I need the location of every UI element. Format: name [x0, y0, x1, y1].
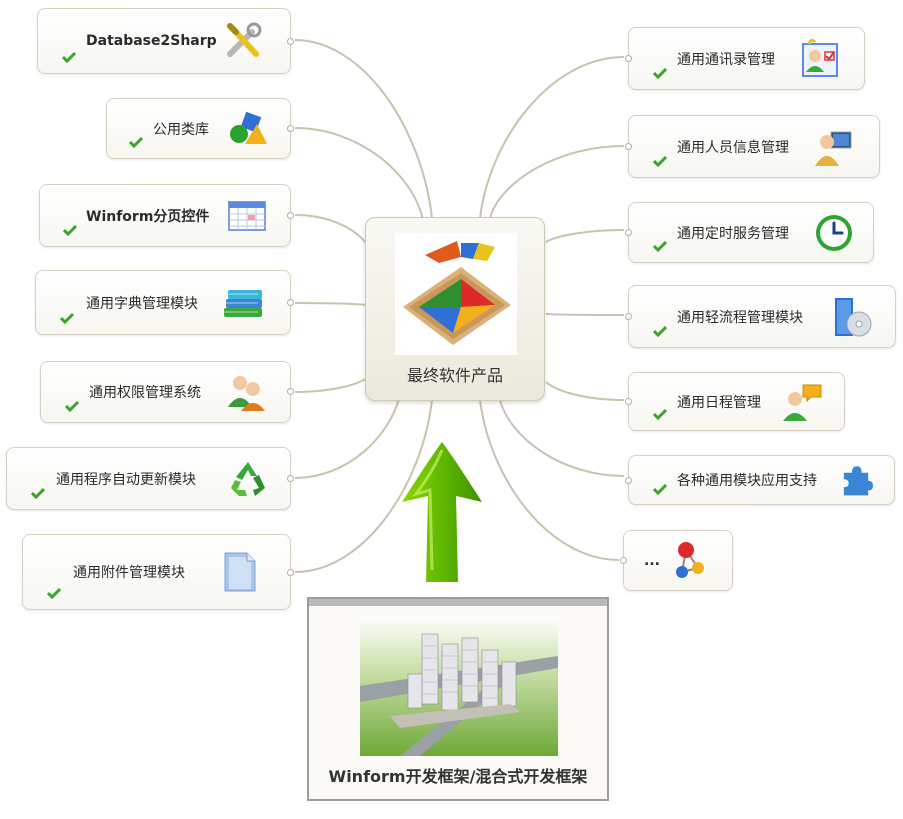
check-icon	[31, 487, 45, 499]
node-label: 通用通讯录管理	[677, 51, 775, 68]
check-icon	[47, 587, 61, 599]
node-label: Winform分页控件	[86, 208, 210, 225]
connector-knob	[625, 55, 632, 62]
connector-knob	[287, 475, 294, 482]
connector-winform-pager	[294, 214, 369, 247]
center-node[interactable]: 最终软件产品	[365, 217, 545, 401]
check-icon	[653, 483, 667, 495]
connector-auto-update-module	[294, 394, 401, 479]
table-grid-icon	[228, 200, 266, 231]
users-icon	[228, 376, 265, 411]
node-label: 通用附件管理模块	[73, 565, 185, 581]
node-label: 通用定时服务管理	[677, 225, 789, 242]
molecule-icon	[676, 541, 704, 578]
node-more[interactable]: ...	[620, 530, 733, 591]
node-label: Database2Sharp	[86, 33, 217, 49]
window-bar	[309, 599, 607, 606]
node-label: 通用人员信息管理	[677, 139, 789, 156]
connector-knob	[287, 125, 294, 132]
connector-knob	[287, 299, 294, 306]
check-icon	[65, 400, 79, 412]
connector-personnel-management	[489, 145, 625, 219]
check-icon	[653, 325, 667, 337]
node-database2sharp[interactable]: Database2Sharp	[37, 8, 294, 74]
connector-common-library	[294, 127, 424, 221]
center-label: 最终软件产品	[406, 366, 503, 385]
node-label: ...	[644, 552, 660, 569]
node-module-support[interactable]: 各种通用模块应用支持	[625, 455, 895, 505]
user-chat-icon	[783, 384, 822, 421]
node-timer-service[interactable]: 通用定时服务管理	[625, 202, 874, 263]
check-icon	[653, 408, 667, 420]
check-icon	[653, 155, 667, 167]
connector-knob	[287, 212, 294, 219]
check-icon	[62, 51, 76, 63]
framework-node[interactable]: Winform开发框架/混合式开发框架	[307, 597, 609, 801]
connector-knob	[620, 557, 627, 564]
connector-knob	[287, 569, 294, 576]
node-label: 公用类库	[153, 121, 209, 138]
node-permission-system[interactable]: 通用权限管理系统	[40, 361, 294, 423]
check-icon	[653, 240, 667, 252]
user-computer-icon	[815, 131, 852, 166]
connector-more	[479, 399, 620, 561]
node-personnel-management[interactable]: 通用人员信息管理	[625, 115, 880, 178]
node-label: 通用权限管理系统	[89, 385, 201, 401]
building-complex-image	[360, 616, 558, 756]
books-icon	[224, 289, 262, 317]
node-label: 通用程序自动更新模块	[56, 471, 196, 488]
node-winform-pager[interactable]: Winform分页控件	[39, 184, 294, 247]
connector-timer-service	[545, 229, 625, 243]
connector-knob	[287, 388, 294, 395]
tools-icon	[227, 22, 262, 57]
shapes-icon	[230, 111, 267, 144]
framework-label: Winform开发框架/混合式开发框架	[328, 767, 588, 786]
node-schedule-management[interactable]: 通用日程管理	[625, 372, 845, 431]
connector-permission-system	[294, 377, 368, 393]
check-icon	[653, 67, 667, 79]
connector-database2sharp	[294, 39, 433, 219]
connector-contacts-management	[479, 56, 625, 219]
server-cd-icon	[835, 297, 872, 336]
connector-knob	[625, 143, 632, 150]
check-icon	[63, 224, 77, 236]
node-dictionary-module[interactable]: 通用字典管理模块	[35, 270, 294, 335]
puzzle-piece-icon	[843, 466, 873, 496]
contact-card-icon	[802, 38, 838, 77]
connector-knob	[625, 477, 632, 484]
tangram-puzzle-icon	[395, 233, 517, 355]
check-icon	[60, 312, 74, 324]
folder-icon	[224, 552, 256, 592]
clock-icon	[816, 214, 852, 251]
node-label: 通用轻流程管理模块	[677, 309, 803, 326]
connector-knob	[625, 313, 632, 320]
connector-attachment-module	[294, 399, 433, 573]
connector-knob	[287, 38, 294, 45]
connector-knob	[625, 229, 632, 236]
node-auto-update-module[interactable]: 通用程序自动更新模块	[6, 447, 294, 510]
node-label: 通用日程管理	[677, 394, 761, 411]
node-contacts-management[interactable]: 通用通讯录管理	[625, 27, 865, 90]
node-attachment-module[interactable]: 通用附件管理模块	[22, 534, 294, 610]
connector-dictionary-module	[294, 302, 368, 306]
node-label: 各种通用模块应用支持	[677, 473, 817, 489]
check-icon	[129, 136, 143, 148]
connector-knob	[625, 398, 632, 405]
connector-workflow-module	[545, 313, 625, 316]
node-label: 通用字典管理模块	[86, 295, 198, 312]
up-arrow-icon	[402, 442, 482, 582]
recycle-icon	[231, 461, 265, 496]
node-workflow-module[interactable]: 通用轻流程管理模块	[625, 285, 896, 348]
node-common-library[interactable]: 公用类库	[106, 98, 294, 159]
connector-module-support	[499, 399, 625, 477]
connector-schedule-management	[545, 381, 625, 401]
